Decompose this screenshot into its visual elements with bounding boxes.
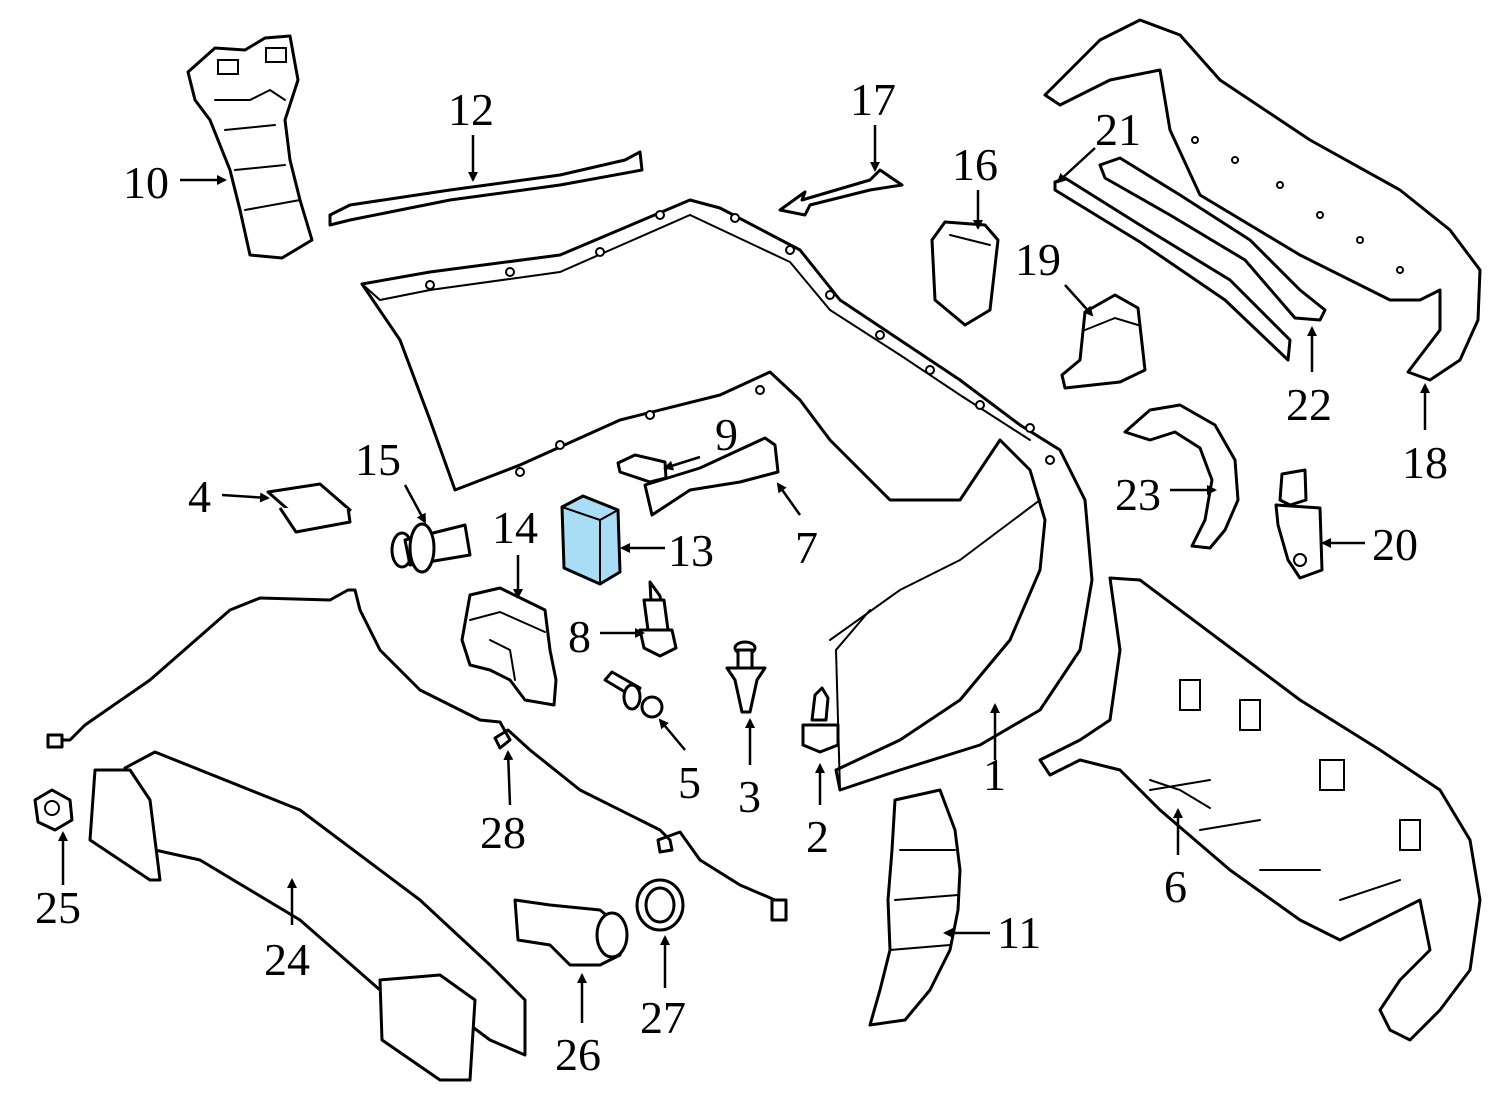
callout-13: 13 xyxy=(668,525,714,576)
part-27-sensor-ring[interactable] xyxy=(635,878,685,932)
callout-24: 24 xyxy=(264,934,310,985)
part-4-pad[interactable] xyxy=(266,482,352,534)
callout-25: 25 xyxy=(35,882,81,933)
callout-27: 27 xyxy=(640,992,686,1043)
part-15-fastener[interactable] xyxy=(390,522,472,574)
callout-14: 14 xyxy=(492,502,538,553)
part-7-bracket[interactable] xyxy=(643,436,780,517)
callout-28: 28 xyxy=(480,807,526,858)
callout-16: 16 xyxy=(952,139,998,190)
part-2-push-pin[interactable] xyxy=(801,686,840,754)
callout-3: 3 xyxy=(738,771,761,822)
part-26-parking-sensor[interactable] xyxy=(513,898,629,967)
part-6-absorber[interactable] xyxy=(1038,576,1482,1042)
part-21-seal-strip[interactable] xyxy=(1053,176,1292,362)
callout-15: 15 xyxy=(355,434,401,485)
callout-18: 18 xyxy=(1402,437,1448,488)
part-20-bracket[interactable] xyxy=(1274,468,1324,580)
callout-labels: 1 2 3 4 5 6 7 8 9 10 11 12 13 14 15 16 1… xyxy=(35,74,1448,1080)
callout-17: 17 xyxy=(850,74,896,125)
part-12-strip[interactable] xyxy=(328,150,644,227)
callout-1: 1 xyxy=(983,749,1006,800)
callout-22: 22 xyxy=(1286,379,1332,430)
callout-23: 23 xyxy=(1115,469,1161,520)
callout-11: 11 xyxy=(997,907,1041,958)
callout-19: 19 xyxy=(1015,234,1061,285)
part-17-direction-indicator xyxy=(778,168,904,217)
leader-arrows xyxy=(58,125,1430,1023)
callout-9: 9 xyxy=(715,409,738,460)
part-1-bumper-cover[interactable] xyxy=(360,198,1094,792)
callout-6: 6 xyxy=(1164,861,1187,912)
part-14-sensor-bracket[interactable] xyxy=(460,586,558,707)
part-9-small-bracket[interactable] xyxy=(616,453,668,484)
part-19-bracket[interactable] xyxy=(1060,293,1147,390)
callout-21: 21 xyxy=(1095,104,1141,155)
part-13-module[interactable] xyxy=(560,494,622,586)
part-8-screw[interactable] xyxy=(638,580,678,658)
part-24-impact-bar[interactable] xyxy=(88,750,527,1082)
part-23-arch-trim[interactable] xyxy=(1123,403,1240,550)
part-28-wiring-harness[interactable] xyxy=(46,588,788,922)
callout-5: 5 xyxy=(678,757,701,808)
part-10-side-bracket[interactable] xyxy=(186,34,314,260)
part-16-cover-plate[interactable] xyxy=(930,220,1000,327)
part-18-valance[interactable] xyxy=(1043,18,1482,382)
part-3-rivet[interactable] xyxy=(725,640,767,714)
callout-8: 8 xyxy=(568,611,591,662)
callout-26: 26 xyxy=(555,1029,601,1080)
callout-2: 2 xyxy=(806,811,829,862)
part-22-reinforcement[interactable] xyxy=(1098,156,1327,322)
callout-12: 12 xyxy=(448,84,494,135)
part-5-clip[interactable] xyxy=(603,670,664,719)
callout-4: 4 xyxy=(188,471,211,522)
callout-10: 10 xyxy=(123,157,169,208)
callout-20: 20 xyxy=(1372,519,1418,570)
callout-7: 7 xyxy=(795,522,818,573)
part-11-lower-bracket[interactable] xyxy=(868,788,962,1027)
part-25-nut[interactable] xyxy=(33,788,74,832)
